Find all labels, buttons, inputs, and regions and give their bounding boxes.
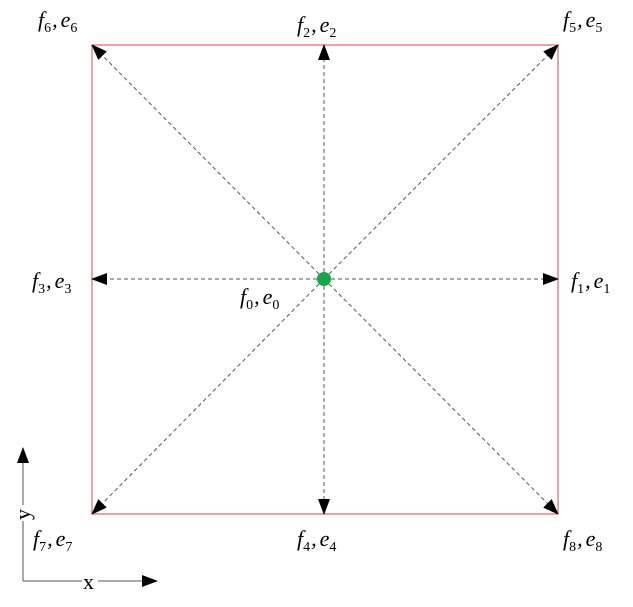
label-f0-e0: f0,e0 — [240, 284, 279, 313]
label-f8-e8: f8,e8 — [563, 526, 602, 555]
label-f6-e6: f6,e6 — [38, 7, 77, 36]
velocity-vectors — [91, 44, 559, 515]
label-f3-e3: f3,e3 — [32, 268, 71, 297]
label-f4-e4: f4,e4 — [297, 526, 336, 555]
label-f5-e5: f5,e5 — [563, 7, 602, 36]
labels: f0,e0 f1,e1 f2,e2 f3,e3 f4,e4 f5,e5 f6,e… — [32, 7, 610, 555]
label-f1-e1: f1,e1 — [571, 268, 610, 297]
vector-e5 — [323, 44, 559, 280]
vector-e8 — [323, 278, 559, 515]
x-axis-label: x — [83, 569, 94, 594]
vector-e6 — [91, 44, 325, 280]
center-node — [317, 272, 331, 286]
coordinate-axes: x y — [10, 447, 158, 594]
vector-e7 — [91, 278, 325, 515]
label-f7-e7: f7,e7 — [33, 526, 72, 555]
label-f2-e2: f2,e2 — [297, 12, 336, 41]
y-axis-label: y — [10, 509, 35, 520]
